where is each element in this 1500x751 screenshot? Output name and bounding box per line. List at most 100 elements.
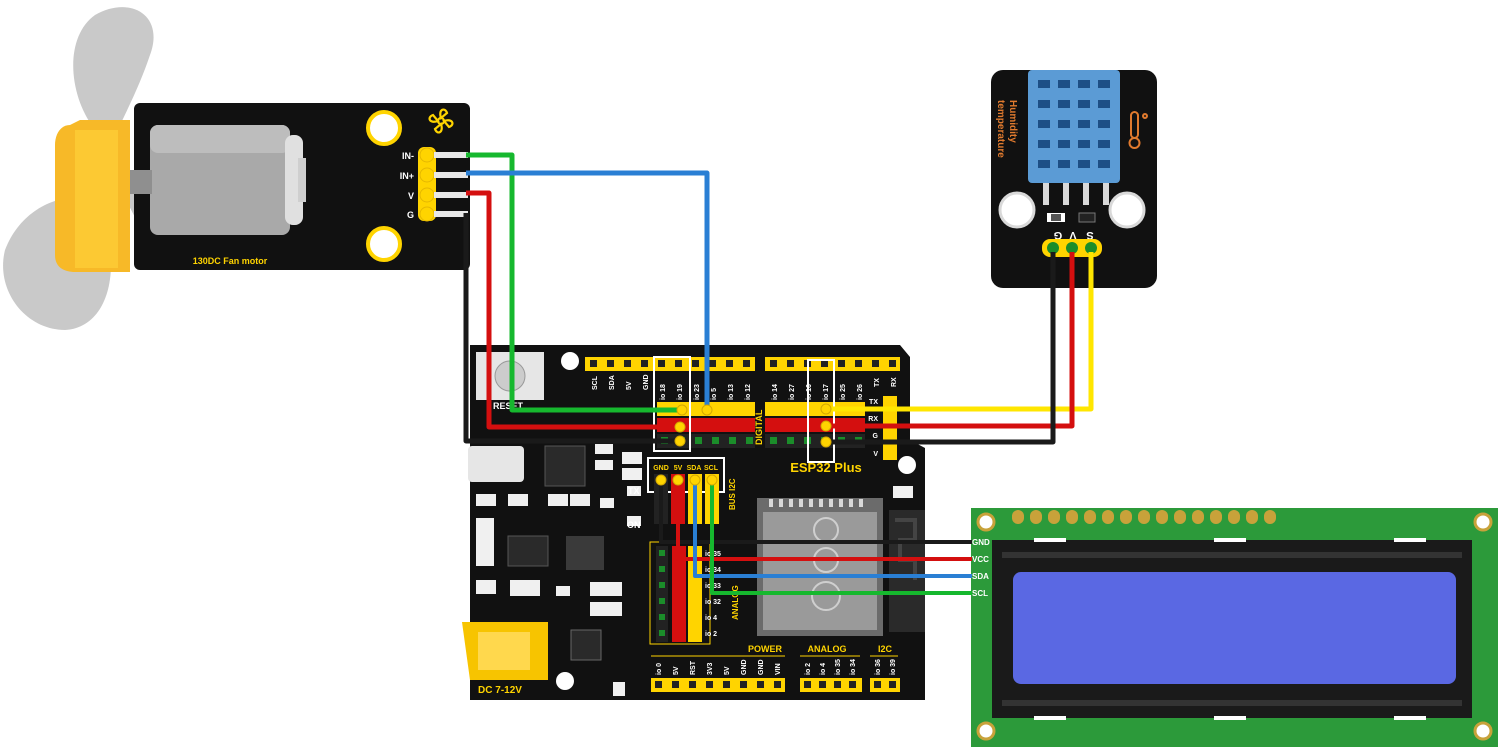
top-header-right [765, 357, 900, 371]
wire-lcd-scl-green [710, 480, 972, 595]
bus-i2c-label-sda: SDA [687, 465, 702, 472]
motor-highlight [150, 125, 290, 153]
antenna-area [889, 510, 925, 632]
highlight-bus-i2c [647, 457, 725, 493]
lcd-mount-hole-tl [976, 512, 996, 532]
propeller-hub-face [75, 130, 118, 268]
resistor-array [476, 518, 494, 566]
uart-label-v: V [873, 451, 878, 458]
esp32-board: RESET SCL SDA 5V GND io 18 io 19 io 23 i… [462, 345, 925, 700]
board-mount-hole-bottom [556, 672, 574, 690]
sensor-pin-label-v: V [1069, 229, 1077, 241]
bottom-label: 5V [673, 666, 680, 675]
header-label: 5V [626, 381, 633, 390]
board-name: ESP32 Plus [790, 460, 862, 475]
tx-led-label: TX [628, 486, 640, 496]
bottom-label: io 36 [875, 659, 882, 675]
chip-ldo [570, 629, 602, 661]
highlight-io18-io19 [653, 356, 691, 452]
thermometer-icon [1128, 111, 1148, 149]
uart-label-g: G [873, 433, 879, 440]
header-label: io 27 [789, 384, 796, 400]
bus-i2c-label: BUS I2C [728, 478, 737, 510]
digital-label: DIGITAL [754, 409, 764, 445]
fan-mount-hole-top [366, 110, 402, 146]
header-label: SCL [592, 375, 599, 390]
sensor-pin-label-g: G [1054, 229, 1063, 241]
sensor-smd [1078, 212, 1096, 223]
header-label: io 18 [660, 384, 667, 400]
bus-i2c-label-gnd: GND [653, 465, 669, 472]
sensor-legs [1043, 183, 1109, 205]
chip-usb-serial [544, 445, 586, 487]
header-label: io 13 [728, 384, 735, 400]
bottom-power-labels: io 0 5V RST 3V3 5V GND GND VIN [656, 659, 782, 675]
fan-pin-label-v: V [408, 191, 414, 201]
bottom-label: io 0 [656, 663, 663, 675]
wire-sensor-s-yellow [826, 252, 1094, 412]
bottom-i2c-labels: io 36 io 39 [875, 659, 897, 675]
on-led-label: ON [627, 520, 641, 530]
header-label: TX [874, 378, 881, 387]
wire-lcd-sda-blue [693, 480, 972, 578]
header-label: SDA [609, 375, 616, 390]
analog-label: io 4 [705, 615, 717, 622]
reset-label: RESET [493, 401, 524, 411]
wires [463, 152, 1094, 595]
bottom-label: io 34 [850, 659, 857, 675]
bus-i2c-label-5v: 5V [674, 465, 683, 472]
bottom-label: 5V [724, 666, 731, 675]
inductor [566, 536, 604, 570]
top-left-header-labels: SCL SDA 5V GND io 18 io 19 io 23 io 5 io… [592, 374, 752, 400]
usb-connector [468, 446, 524, 482]
bus-i2c-label-scl: SCL [704, 465, 719, 472]
bottom-analog-labels: io 2 io 4 io 35 io 34 [805, 659, 857, 675]
analog-side-label: ANALOG [731, 585, 740, 620]
lcd-screen [1013, 572, 1456, 684]
fan-pin-label-in-plus: IN+ [400, 171, 414, 181]
analog-title: ANALOG [808, 644, 847, 654]
bottom-analog-header [800, 678, 862, 692]
header-label: io 19 [677, 384, 684, 400]
bottom-header-holes [655, 681, 896, 688]
header-label: io 17 [823, 384, 830, 400]
top-right-header-labels: io 14 io 27 io 16 io 17 io 25 io 26 TX R… [772, 377, 898, 400]
wire-sensor-v-red [826, 252, 1075, 429]
lcd-mount-hole-br [1473, 721, 1493, 741]
analog-pin-block [656, 546, 702, 642]
sensor-pin-header [1042, 239, 1102, 257]
fan-logo-icon [428, 108, 454, 134]
header-label: io 16 [806, 384, 813, 400]
espressif-logo-icon [811, 581, 841, 611]
wire-fan-in-minus-green [466, 152, 682, 413]
lcd-pin-label-sda: SDA [972, 572, 989, 581]
fan-module-label: 130DC Fan motor [193, 256, 268, 266]
wire-joints [655, 403, 832, 486]
bottom-label: io 2 [805, 663, 812, 675]
wire-fan-in-plus-blue [466, 170, 710, 410]
i2c-title: I2C [878, 644, 893, 654]
bottom-label: GND [741, 659, 748, 675]
board-mount-hole-top [561, 352, 579, 370]
wire-sensor-g-black [826, 252, 1056, 445]
header-label: GND [643, 374, 650, 390]
lcd-top-pins [1012, 510, 1276, 524]
header-label: io 25 [840, 384, 847, 400]
sensor-title-line2: temperature [995, 100, 1006, 158]
motor-shaft [130, 170, 152, 194]
sensor-grille [1028, 70, 1120, 183]
fan-pin-label-in-minus: IN- [402, 151, 414, 161]
humidity-sensor-module: Humidity temperature G V S [991, 70, 1157, 288]
bottom-label: VIN [775, 663, 782, 675]
fan-module: IN- IN+ V G 130DC Fan motor [3, 7, 470, 330]
lcd-pin-label-scl: SCL [972, 589, 988, 598]
bottom-label: 3V3 [707, 662, 714, 675]
propeller-blade-top [73, 7, 154, 146]
wire-lcd-vcc-red [676, 480, 972, 561]
dc-jack-label: DC 7-12V [478, 685, 522, 696]
board-mount-hole-right [898, 456, 916, 474]
sensor-mount-hole-left [998, 191, 1036, 229]
header-label: io 14 [772, 384, 779, 400]
lcd-mount-hole-bl [976, 721, 996, 741]
